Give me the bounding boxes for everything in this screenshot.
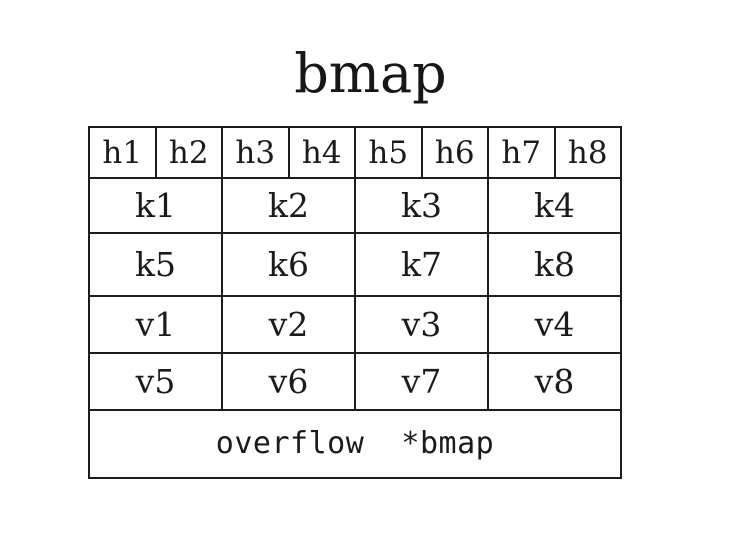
- key-cell-k3: k3: [356, 179, 489, 232]
- overflow-row: overflow *bmap: [90, 411, 620, 477]
- tophash-cell-h7: h7: [489, 128, 556, 177]
- value-cell-v1: v1: [90, 297, 223, 352]
- value-cell-v6: v6: [223, 354, 356, 409]
- keys-row-1: k1 k2 k3 k4: [90, 179, 620, 234]
- tophash-cell-h1: h1: [90, 128, 157, 177]
- values-row-2: v5 v6 v7 v8: [90, 354, 620, 411]
- key-cell-k8: k8: [534, 244, 575, 284]
- key-cell-k5: k5: [90, 234, 223, 295]
- value-cell-v4: v4: [534, 304, 575, 344]
- key-cell-k1: k1: [90, 179, 223, 232]
- tophash-cell-h2: h2: [157, 128, 223, 177]
- key-cell-k2: k2: [223, 179, 356, 232]
- tophash-cell-h8: h8: [567, 134, 608, 171]
- value-cell-v8: v8: [534, 361, 575, 401]
- tophash-cell-h5: h5: [356, 128, 423, 177]
- tophash-cell-h4: h4: [290, 128, 356, 177]
- value-cell-v7: v7: [356, 354, 489, 409]
- keys-row-2: k5 k6 k7 k8: [90, 234, 620, 297]
- overflow-pointer-label: overflow *bmap: [215, 426, 495, 461]
- bmap-table: h1 h2 h3 h4 h5 h6 h7 h8 k1 k2 k3 k4 k5 k…: [88, 126, 622, 479]
- values-row-1: v1 v2 v3 v4: [90, 297, 620, 354]
- value-cell-v3: v3: [356, 297, 489, 352]
- tophash-row: h1 h2 h3 h4 h5 h6 h7 h8: [90, 128, 620, 179]
- key-cell-k7: k7: [356, 234, 489, 295]
- key-cell-k4: k4: [534, 185, 575, 225]
- page-title: bmap: [294, 42, 447, 105]
- key-cell-k6: k6: [223, 234, 356, 295]
- tophash-cell-h6: h6: [423, 128, 489, 177]
- value-cell-v5: v5: [90, 354, 223, 409]
- tophash-cell-h3: h3: [223, 128, 290, 177]
- value-cell-v2: v2: [223, 297, 356, 352]
